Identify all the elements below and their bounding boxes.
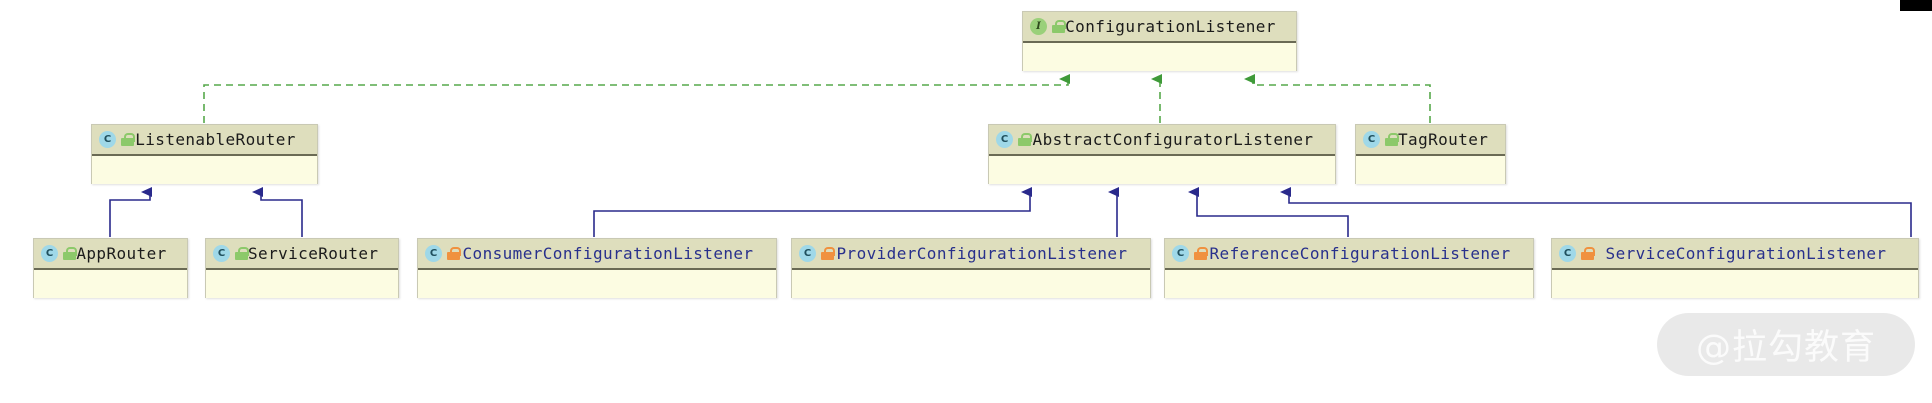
icon-group: C [99, 131, 135, 148]
class-name-label: ConfigurationListener [1065, 17, 1276, 36]
class-members-area [92, 156, 317, 184]
class-name-label: ListenableRouter [135, 130, 296, 149]
lock-public-icon [1052, 20, 1066, 33]
edge-approuter-extends-listenablerouter [109, 187, 152, 237]
class-name-label: AppRouter [76, 244, 167, 263]
class-icon: C [41, 245, 58, 262]
class-node-configurationlistener[interactable]: I ConfigurationListener [1022, 11, 1297, 71]
class-header: C ServiceRouter [206, 239, 398, 270]
icon-group: C [425, 245, 461, 262]
class-members-area [989, 156, 1335, 184]
class-members-area [1023, 43, 1296, 71]
class-members-area [206, 270, 398, 298]
icon-group: C [1172, 245, 1208, 262]
lock-public-icon [121, 133, 135, 146]
class-icon: C [99, 131, 116, 148]
lock-private-icon [1581, 247, 1595, 260]
lock-public-icon [1018, 133, 1032, 146]
class-header: C AbstractConfiguratorListener [989, 125, 1335, 156]
class-name-label: ServiceConfigurationListener [1605, 244, 1887, 263]
class-node-providerconfigurationlistener[interactable]: C ProviderConfigurationListener [791, 238, 1151, 298]
class-node-serviceconfigurationlistener[interactable]: C ServiceConfigurationListener [1551, 238, 1919, 298]
class-node-approuter[interactable]: C AppRouter [33, 238, 188, 298]
class-header: C TagRouter [1356, 125, 1505, 156]
class-header: C ReferenceConfigurationListener [1165, 239, 1533, 270]
icon-group: C [1363, 131, 1399, 148]
class-icon: C [1363, 131, 1380, 148]
class-node-abstractconfiguratorlistener[interactable]: C AbstractConfiguratorListener [988, 124, 1336, 184]
lock-public-icon [63, 247, 77, 260]
lock-private-icon [821, 247, 835, 260]
class-members-area [1356, 156, 1505, 184]
edge-servicerouter-extends-listenablerouter [252, 187, 303, 237]
class-node-listenablerouter[interactable]: C ListenableRouter [91, 124, 318, 184]
class-name-label: ProviderConfigurationListener [836, 244, 1128, 263]
class-name-label: ReferenceConfigurationListener [1209, 244, 1511, 263]
class-node-referenceconfigurationlistener[interactable]: C ReferenceConfigurationListener [1164, 238, 1534, 298]
class-icon: C [425, 245, 442, 262]
class-name-label: TagRouter [1398, 130, 1489, 149]
class-name-label: ConsumerConfigurationListener [462, 244, 754, 263]
edge-tagrouter-implements-configurationlistener [1244, 74, 1431, 123]
edge-serviceconfigurationlistener-extends-abstractconfiguratorlistener [1280, 187, 1912, 237]
class-header: C ProviderConfigurationListener [792, 239, 1150, 270]
class-members-area [1165, 270, 1533, 298]
icon-group: C [213, 245, 249, 262]
class-icon: C [1559, 245, 1576, 262]
class-members-area [792, 270, 1150, 298]
edge-consumerconfigurationlistener-extends-abstractconfiguratorlistener [593, 187, 1032, 237]
lock-private-icon [447, 247, 461, 260]
class-icon: C [996, 131, 1013, 148]
icon-group: I [1030, 18, 1066, 35]
lock-public-icon [235, 247, 249, 260]
class-header: C AppRouter [34, 239, 187, 270]
edge-listenablerouter-implements-configurationlistener [203, 74, 1070, 123]
corner-black-bar [1900, 0, 1932, 11]
icon-group: C [1559, 245, 1595, 262]
class-icon: C [213, 245, 230, 262]
class-members-area [418, 270, 776, 298]
watermark-text: @拉勾教育 [1695, 328, 1876, 368]
class-header: C ConsumerConfigurationListener [418, 239, 776, 270]
class-header: I ConfigurationListener [1023, 12, 1296, 43]
class-header: C ServiceConfigurationListener [1552, 239, 1918, 270]
lock-public-icon [1385, 133, 1399, 146]
interface-icon: I [1030, 18, 1047, 35]
icon-group: C [996, 131, 1032, 148]
class-members-area [34, 270, 187, 298]
watermark-badge: @拉勾教育 [1657, 313, 1915, 376]
class-node-tagrouter[interactable]: C TagRouter [1355, 124, 1506, 184]
class-node-servicerouter[interactable]: C ServiceRouter [205, 238, 399, 298]
lock-private-icon [1194, 247, 1208, 260]
class-name-label: ServiceRouter [248, 244, 379, 263]
class-icon: C [799, 245, 816, 262]
icon-group: C [799, 245, 835, 262]
class-icon: C [1172, 245, 1189, 262]
class-name-label: AbstractConfiguratorListener [1032, 130, 1314, 149]
class-members-area [1552, 270, 1918, 298]
edge-referenceconfigurationlistener-extends-abstractconfiguratorlistener [1188, 187, 1349, 237]
icon-group: C [41, 245, 77, 262]
class-node-consumerconfigurationlistener[interactable]: C ConsumerConfigurationListener [417, 238, 777, 298]
class-header: C ListenableRouter [92, 125, 317, 156]
